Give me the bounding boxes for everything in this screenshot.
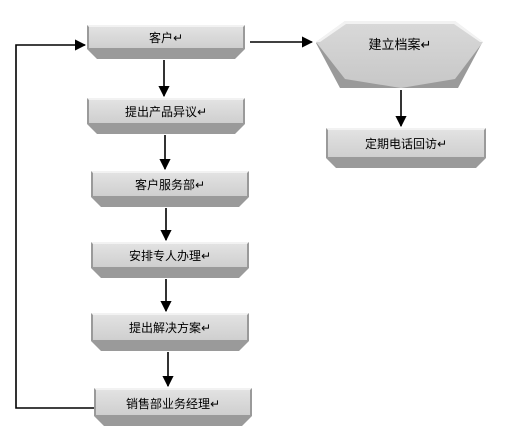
node-assign-staff: 安排专人办理↵	[91, 242, 249, 278]
node-build-file-label: 建立档案↵	[369, 38, 432, 53]
node-sales-manager: 销售部业务经理↵	[94, 388, 252, 426]
node-sales-manager-label: 销售部业务经理↵	[126, 396, 220, 411]
node-assign-staff-label: 安排专人办理↵	[129, 248, 211, 263]
node-scheduled-callback-label: 定期电话回访↵	[365, 136, 447, 151]
node-customer: 客户↵	[87, 25, 245, 59]
node-customer-label: 客户↵	[149, 30, 183, 45]
node-scheduled-callback: 定期电话回访↵	[326, 128, 486, 168]
node-customer-service: 客户服务部↵	[91, 171, 249, 207]
arrow-manager-to-customer	[15, 39, 94, 409]
node-propose-solution: 提出解决方案↵	[91, 313, 249, 351]
node-raise-objection-label: 提出产品异议↵	[125, 104, 207, 119]
node-propose-solution-label: 提出解决方案↵	[129, 320, 211, 335]
node-build-file: 建立档案↵	[316, 21, 483, 88]
node-customer-service-label: 客户服务部↵	[135, 177, 205, 192]
node-raise-objection: 提出产品异议↵	[87, 98, 245, 134]
